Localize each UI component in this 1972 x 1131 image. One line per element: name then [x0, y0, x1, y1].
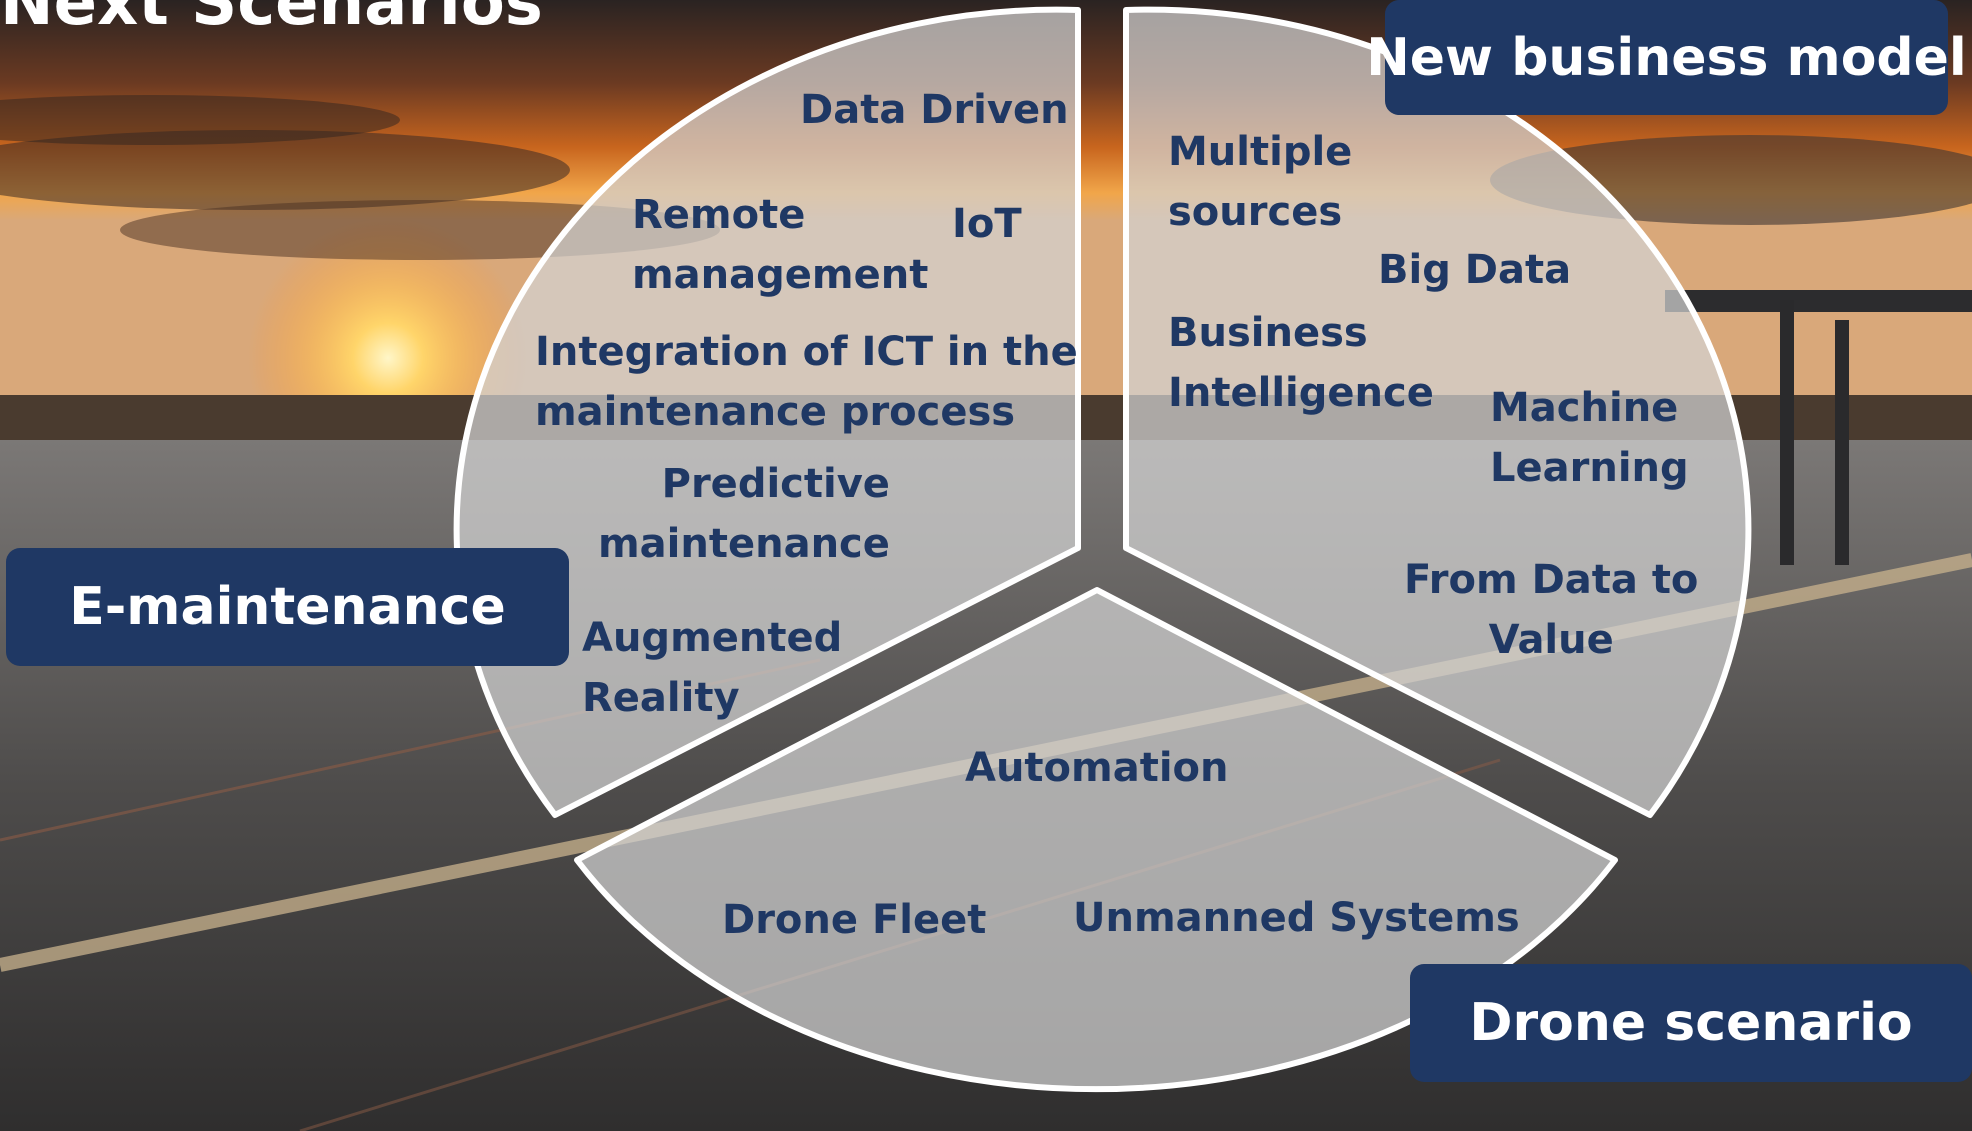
label-automation: Automation	[965, 745, 1229, 791]
label-unmanned-systems: Unmanned Systems	[1073, 895, 1520, 941]
label-predictive-maintenance: Predictive maintenance	[598, 461, 890, 567]
label-iot: IoT	[952, 201, 1022, 247]
label-drone-fleet: Drone Fleet	[722, 897, 987, 943]
label-remote-management: Remote management	[632, 192, 929, 298]
label-data-driven: Data Driven	[800, 87, 1069, 133]
tag-drone-scenario: Drone scenario	[1410, 964, 1972, 1082]
label-from-data-to-value: From Data to Value	[1404, 557, 1699, 663]
tag-new-business-model: New business model	[1366, 0, 1967, 115]
label-business-intelligence: Business Intelligence	[1168, 310, 1434, 416]
sector-business-model	[1123, 6, 1752, 818]
label-ict-integration: Integration of ICT in the maintenance pr…	[535, 329, 1078, 435]
label-multiple-sources: Multiple sources	[1168, 129, 1353, 235]
label-big-data: Big Data	[1378, 247, 1572, 293]
tag-e-maintenance: E-maintenance	[6, 548, 569, 666]
label-machine-learning: Machine Learning	[1490, 385, 1689, 491]
label-augmented-reality: Augmented Reality	[582, 615, 843, 721]
page-title: Next Scenarios	[0, 0, 543, 40]
